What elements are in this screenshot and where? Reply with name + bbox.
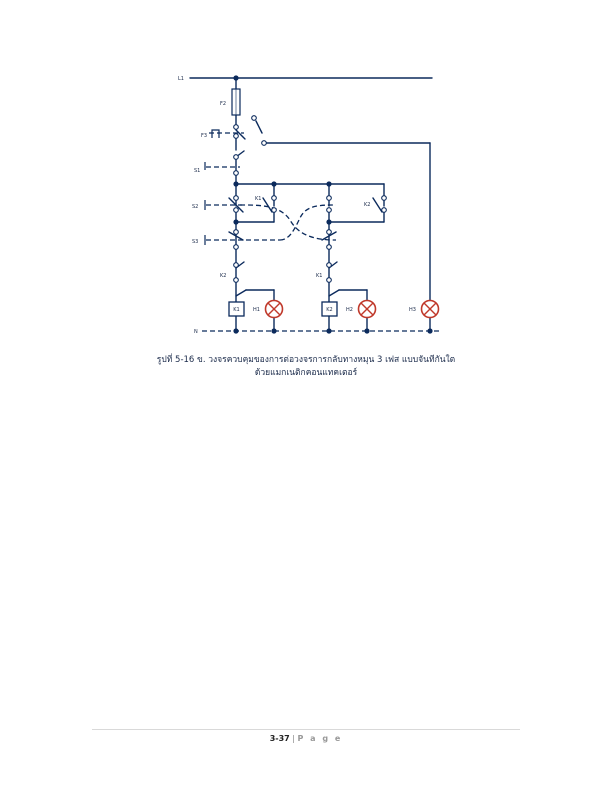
coil-k2-label: K2 <box>326 307 332 313</box>
lamp-h2 <box>357 299 377 319</box>
coil-k1-label: K1 <box>233 307 239 313</box>
diagram-labels: L1 F2 F3 S1 S2 S3 K1 K2 K2 K1 H1 H2 H3 N <box>178 76 416 335</box>
label-n: N <box>194 329 198 335</box>
page-footer: 3-37 | P a g e <box>0 734 612 743</box>
coil-k1: K1 <box>228 301 245 317</box>
lamp-h3 <box>420 299 440 319</box>
figure-caption-line-1: รูปที่ 5-16 ข. วงจรควบคุมของการต่อวงจรกา… <box>156 355 456 365</box>
label-k2-interlock: K2 <box>220 273 226 279</box>
junction-dots <box>233 75 433 334</box>
label-k2-aux: K2 <box>364 202 370 208</box>
page-number: 3-37 <box>269 734 290 743</box>
contact-terminals <box>233 115 387 283</box>
mechanical-links <box>202 132 440 332</box>
label-s3: S3 <box>192 239 198 245</box>
circuit-wires <box>189 77 433 332</box>
label-l1: L1 <box>178 76 184 82</box>
coil-k2: K2 <box>321 301 338 317</box>
label-s1: S1 <box>194 168 200 174</box>
label-f3: F3 <box>201 133 207 139</box>
label-h1: H1 <box>253 307 260 313</box>
figure-caption-line-2: ด้วยแมกเนติกคอนแทคเตอร์ <box>254 368 358 378</box>
push-button-actuators <box>204 129 220 245</box>
label-h3: H3 <box>409 307 416 313</box>
label-s2: S2 <box>192 204 198 210</box>
label-h2: H2 <box>346 307 353 313</box>
footer-separator: | <box>292 734 295 743</box>
lamp-h1 <box>264 299 284 319</box>
footer-divider <box>92 729 520 730</box>
page-word: P a g e <box>297 734 343 743</box>
label-f2: F2 <box>220 101 226 107</box>
label-k1-interlock: K1 <box>316 273 322 279</box>
label-k1-aux: K1 <box>255 196 261 202</box>
